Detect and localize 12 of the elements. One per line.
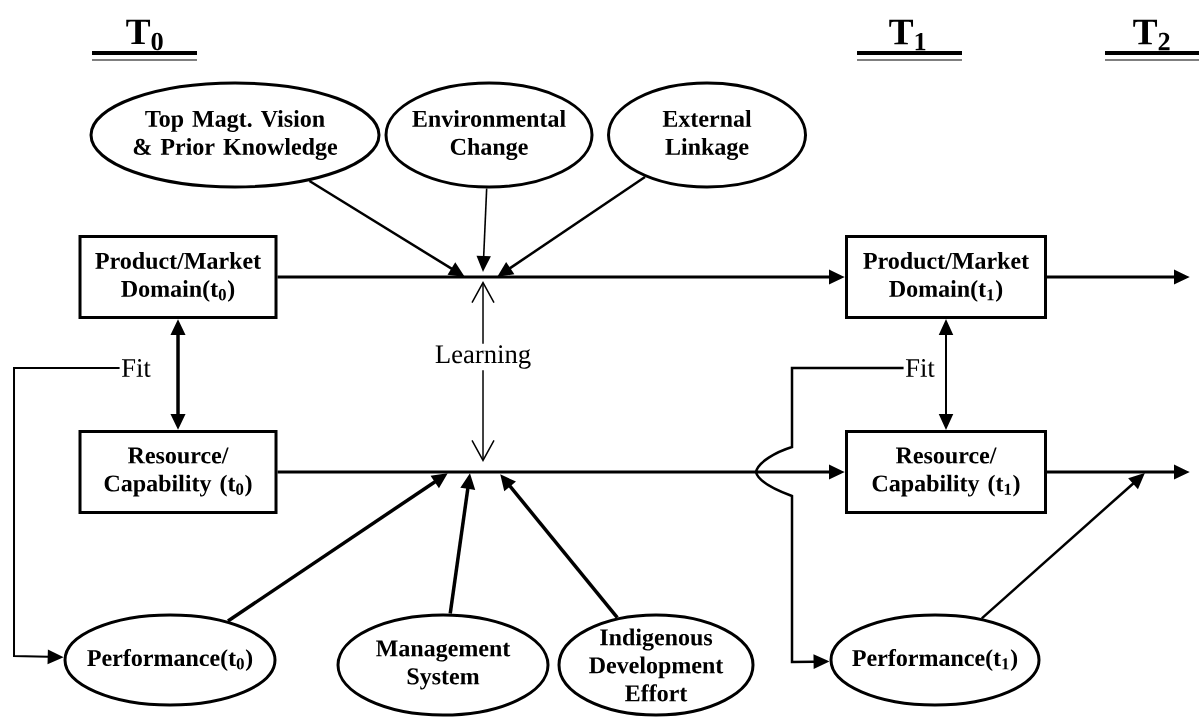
state-box: Resource/ Capability (t$_{1}$)	[845, 430, 1047, 514]
state-box: Product/Market Domain(t$_{0}$)	[78, 235, 278, 319]
state-box: Product/Market Domain(t$_{1}$)	[845, 235, 1047, 319]
period-heading: T$_{2}$	[1104, 19, 1199, 61]
node-label: Fit	[121, 359, 151, 377]
node-label: Learning	[435, 345, 531, 369]
node-label: Fit	[905, 359, 935, 377]
arrow	[471, 369, 495, 462]
arrow	[471, 281, 495, 345]
period-heading: T$_{0}$	[91, 19, 198, 61]
state-box: Resource/ Capability (t$_{0}$)	[78, 430, 278, 514]
period-heading: T$_{1}$	[856, 19, 963, 61]
